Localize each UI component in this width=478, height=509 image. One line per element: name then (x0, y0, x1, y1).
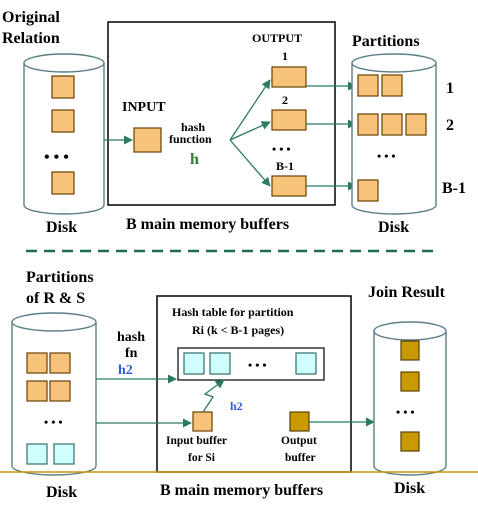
partition-1-label: 1 (446, 80, 454, 97)
page-block (26, 380, 48, 402)
arrow-hash-to-out2 (229, 121, 271, 141)
hash-fn-line1: hash (117, 330, 145, 345)
input-buffer-line2: for Si (188, 452, 216, 464)
dots-label-rs: • • • (44, 415, 63, 429)
output-b1-label: B-1 (276, 159, 294, 173)
page-block-s (53, 443, 75, 465)
original-relation-label-line2: Relation (2, 30, 60, 47)
arrow-probe-hashtable (202, 379, 225, 413)
join-disk-label: Disk (394, 480, 425, 497)
page-block (49, 352, 71, 374)
hash-table-line1: Hash table for partition (172, 305, 294, 319)
partitions-disk-label: Disk (378, 219, 409, 236)
output-buffer-line2: buffer (285, 452, 316, 464)
join-result-label: Join Result (368, 284, 446, 301)
output-dots: • • • (272, 142, 291, 156)
result-page (400, 371, 420, 392)
result-page (400, 431, 420, 452)
page-block-s (26, 443, 48, 465)
input-buffer (133, 127, 162, 153)
partition-dots: • • • (377, 149, 396, 163)
hash-table-page (295, 352, 317, 375)
page-block (26, 352, 48, 374)
original-relation-label-line1: Original (2, 9, 60, 26)
h-label: h (190, 151, 199, 168)
input-buffer-line1: Input buffer (166, 435, 227, 447)
page-block (51, 109, 75, 133)
output-buffer-1 (271, 66, 307, 88)
function-label: function (169, 132, 212, 146)
hash-table-line2: Ri (k < B-1 pages) (192, 323, 284, 337)
page-block (51, 171, 75, 195)
page-block (381, 113, 403, 136)
page-block (49, 380, 71, 402)
main-memory-box-phase2 (156, 295, 352, 473)
hash-label: hash (181, 120, 205, 134)
dots-label: • • • (44, 149, 69, 166)
memory-label-phase2: B main memory buffers (160, 482, 323, 499)
disk-label-left: Disk (46, 219, 77, 236)
original-relation-disk: • • • (23, 53, 105, 215)
hash-fn-line2: fn (125, 346, 138, 361)
output-buffer-b1 (271, 175, 307, 197)
page-block (357, 74, 379, 97)
memory-label-phase1: B main memory buffers (126, 216, 289, 233)
hash-table-page (183, 352, 205, 375)
output-buffer-2 (271, 109, 307, 131)
h2-small-label: h2 (230, 399, 243, 413)
result-page (400, 340, 420, 361)
output-buffer (289, 411, 310, 432)
page-block (357, 113, 379, 136)
join-result-disk: • • • (373, 321, 447, 476)
partitions-disk: • • • (351, 53, 437, 215)
output-2-label: 2 (282, 93, 288, 107)
table-dots: • • • (248, 358, 267, 372)
hash-table-page (209, 352, 231, 375)
output-1-label: 1 (282, 49, 288, 63)
output-label: OUTPUT (252, 31, 302, 45)
page-block (51, 75, 75, 99)
input-label: INPUT (122, 100, 166, 115)
page-block (405, 113, 427, 136)
arrow-hash-to-outb1 (229, 139, 271, 187)
disk-label-rs: Disk (46, 484, 77, 501)
join-dots: • • • (396, 405, 415, 419)
output-buffer-line1: Output (281, 435, 317, 447)
partitions-rs-line2: of R & S (26, 290, 85, 307)
input-buffer-si (192, 411, 213, 432)
partitions-label: Partitions (352, 33, 420, 50)
partitions-rs-disk: • • • (11, 312, 97, 476)
h2-label: h2 (118, 363, 133, 378)
partition-2-label: 2 (446, 117, 454, 134)
partitions-rs-line1: Partitions (26, 269, 94, 286)
arrow-hash-to-out1 (229, 79, 271, 141)
page-block (381, 74, 403, 97)
page-block (357, 179, 379, 202)
partition-b1-label: B-1 (442, 180, 466, 197)
